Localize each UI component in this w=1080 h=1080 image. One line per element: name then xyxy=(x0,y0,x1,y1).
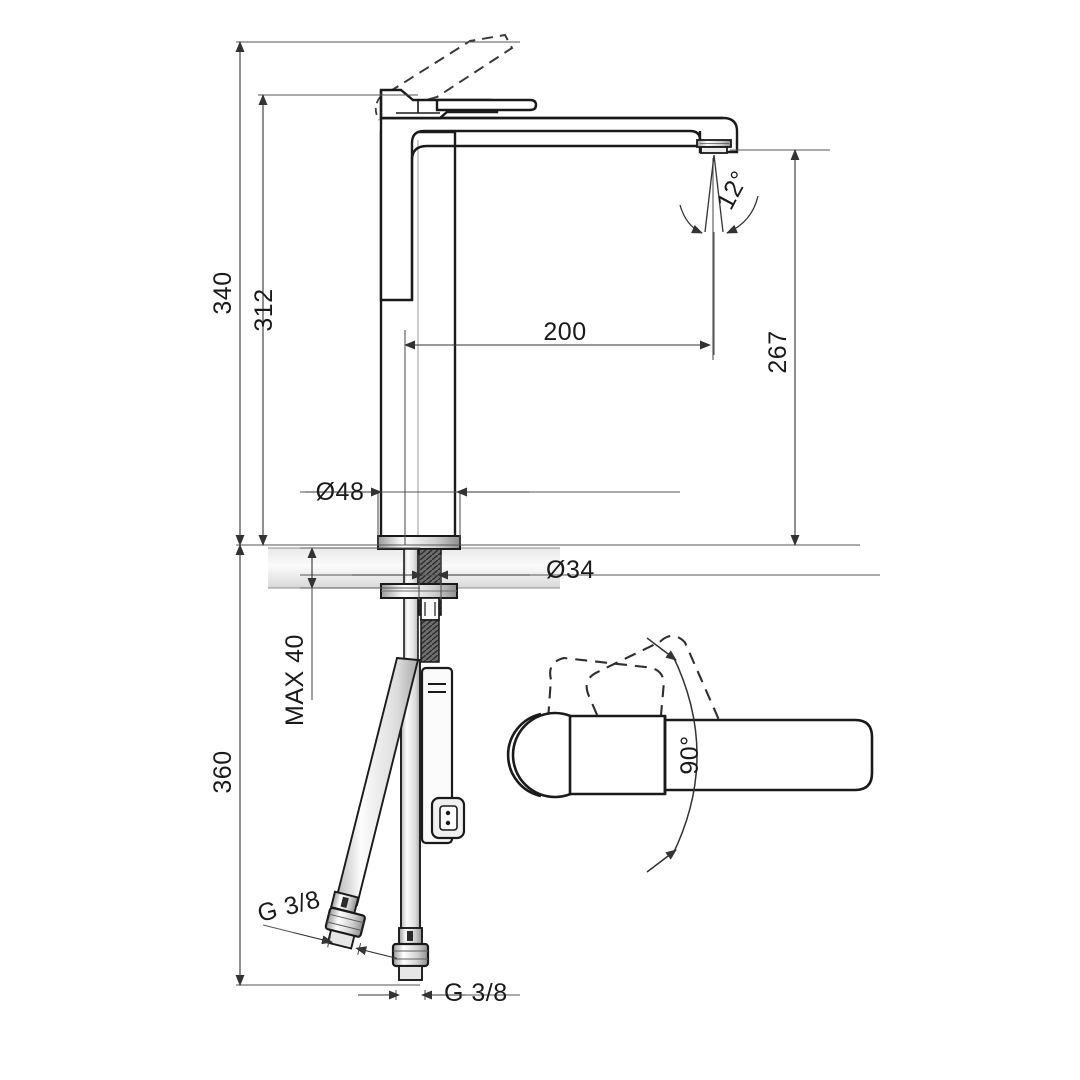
dim-aerator-angle-label: 12° xyxy=(711,166,754,214)
dim-body-height-label: 312 xyxy=(250,288,278,331)
dim-spout-height-label: 267 xyxy=(764,330,792,373)
dim-total-height-label: 340 xyxy=(209,271,237,314)
vertical-supply-tube xyxy=(391,659,430,981)
dimension-labels: 340 312 360 267 200 Ø48 Ø34 MAX 40 12° G… xyxy=(209,166,792,1007)
dim-shank-diameter-label: Ø34 xyxy=(546,556,595,584)
dim-hose-length-label: 360 xyxy=(209,750,237,793)
top-plan-view-handle-rotation: 90° xyxy=(506,634,874,873)
aerator xyxy=(696,139,732,154)
dim-inlet-thread-vertical-label: G 3/8 xyxy=(444,979,508,1007)
dimension-lines xyxy=(235,41,880,1000)
dim-swivel-angle-label: 90° xyxy=(676,735,704,774)
mixer-handle xyxy=(374,33,538,121)
dim-base-diameter-label: Ø48 xyxy=(316,478,365,506)
connector-block xyxy=(420,666,466,845)
dim-max-counter-thickness-label: MAX 40 xyxy=(281,634,309,726)
angled-supply-hose xyxy=(324,656,420,950)
dim-spout-reach-label: 200 xyxy=(543,318,586,346)
dim-inlet-thread-angled-label: G 3/8 xyxy=(255,885,324,928)
